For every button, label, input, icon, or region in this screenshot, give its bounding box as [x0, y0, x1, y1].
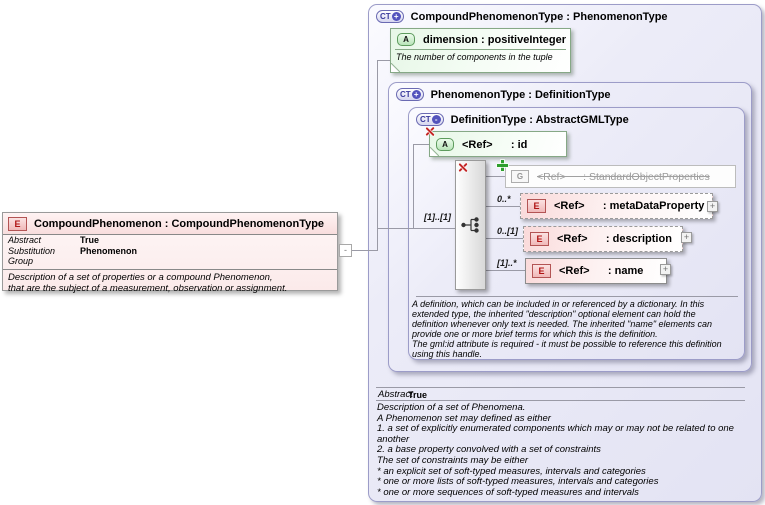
group-icon: G: [511, 170, 529, 183]
expand-icon: +: [391, 12, 401, 21]
connector-line: [486, 176, 505, 177]
type-title: PhenomenonType : DefinitionType: [430, 88, 611, 101]
cardinality-label: 0..*: [497, 194, 511, 204]
element-icon: E: [527, 199, 546, 213]
connector-line: [486, 206, 520, 207]
property-label: Abstract: [8, 235, 42, 245]
attribute-icon: A: [436, 138, 454, 151]
element-icon: E: [530, 232, 549, 246]
separator: [376, 387, 745, 388]
attribute-label: dimension : positiveInteger: [423, 33, 567, 46]
connector-line: [413, 144, 414, 228]
property-label: Substitution Group: [8, 245, 56, 267]
complex-type-icon[interactable]: CT+: [376, 10, 404, 23]
element-icon: E: [8, 217, 27, 231]
element-box-name[interactable]: E <Ref> : name: [525, 258, 667, 284]
element-box-compound-phenomenon[interactable]: E CompoundPhenomenon : CompoundPhenomeno…: [2, 212, 338, 294]
connector-line: [352, 250, 377, 251]
property-row: Abstract True: [3, 235, 337, 246]
type-title: DefinitionType : AbstractGMLType: [450, 113, 629, 126]
attribute-icon: A: [397, 33, 415, 46]
ct-badge-label: CT: [400, 89, 411, 99]
element-annotation: Description of a set of properties or a …: [3, 268, 337, 296]
compound-type-annotation: Description of a set of Phenomena. A Phe…: [377, 402, 734, 498]
required-x-icon: [457, 162, 468, 173]
expand-button[interactable]: +: [681, 232, 692, 243]
property-row: Substitution Group Phenomenon: [3, 246, 337, 267]
fold-corner: [430, 147, 439, 156]
attribute-box-id[interactable]: A <Ref> : id: [429, 131, 567, 157]
group-label: <Ref> : StandardObjectProperties: [537, 170, 710, 183]
collapse-toggle[interactable]: -: [339, 244, 352, 257]
element-box-meta-data-property[interactable]: E <Ref> : metaDataProperty: [520, 193, 713, 219]
connector-line: [377, 60, 378, 251]
definition-type-annotation: A definition, which can be included in o…: [412, 299, 722, 360]
expand-icon: +: [411, 90, 421, 99]
element-label: <Ref> : description: [557, 233, 672, 245]
cardinality-label: [1]..*: [497, 258, 517, 268]
element-label: <Ref> : name: [559, 265, 644, 277]
collapse-icon: -: [431, 115, 441, 124]
property-value: Phenomenon: [80, 245, 138, 256]
separator: [376, 400, 745, 401]
group-ref-standard-object-properties[interactable]: G <Ref> : StandardObjectProperties: [505, 165, 736, 188]
complex-type-icon[interactable]: CT-: [416, 113, 444, 126]
connector-line: [486, 270, 525, 271]
expand-button[interactable]: +: [707, 201, 718, 212]
expand-button[interactable]: +: [660, 264, 671, 275]
cardinality-label: [1]..[1]: [424, 212, 451, 222]
abstract-value: True: [408, 390, 428, 400]
fold-corner: [391, 63, 400, 72]
required-x-icon: [424, 126, 435, 137]
property-value: True: [80, 235, 100, 245]
element-label: <Ref> : metaDataProperty: [554, 200, 705, 212]
type-title: CompoundPhenomenonType : PhenomenonType: [410, 10, 668, 23]
sequence-compositor[interactable]: [455, 160, 486, 290]
connector-line: [377, 228, 455, 229]
ct-badge-label: CT: [420, 114, 431, 124]
connector-line: [486, 238, 523, 239]
ct-badge-label: CT: [380, 11, 391, 21]
cardinality-label: 0..[1]: [497, 226, 519, 236]
separator: [416, 296, 738, 297]
attribute-annotation: The number of components in the tuple: [395, 49, 566, 65]
complex-type-icon[interactable]: CT+: [396, 88, 424, 101]
attribute-label: <Ref> : id: [462, 138, 528, 151]
element-box-description[interactable]: E <Ref> : description: [523, 226, 683, 252]
abstract-label: Abstract: [378, 389, 413, 400]
sequence-icon: [460, 217, 479, 233]
element-title: CompoundPhenomenon : CompoundPhenomenonT…: [34, 218, 325, 230]
connector-line: [413, 144, 429, 145]
connector-line: [377, 60, 390, 61]
inherited-plus-icon: [497, 160, 508, 171]
attribute-box-dimension[interactable]: A dimension : positiveInteger The number…: [390, 28, 571, 73]
element-icon: E: [532, 264, 551, 278]
